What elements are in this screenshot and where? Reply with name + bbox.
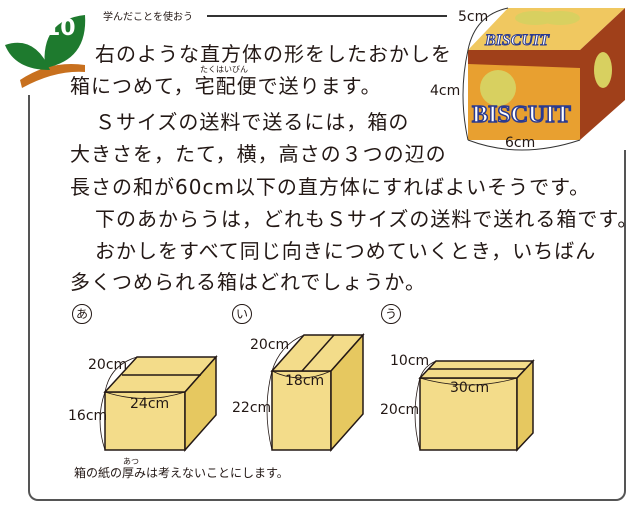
biscuit-box-illustration: BISCUIT BISCUIT bbox=[462, 7, 625, 151]
biscuit-height-label: 4cm bbox=[430, 83, 461, 99]
box-u bbox=[414, 359, 535, 452]
text-line-2: 箱につめて，宅配便で送ります。 bbox=[70, 74, 382, 98]
text-line-3: Ｓサイズの送料で送るには，箱の bbox=[95, 110, 410, 134]
box-u-depth-label: 10cm bbox=[390, 353, 430, 369]
ruby-takuhaibin: たくはいびん bbox=[200, 65, 248, 74]
text-line-7: おかしをすべて同じ向きにつめていくとき，いちばん bbox=[95, 239, 597, 263]
box-a bbox=[99, 355, 218, 452]
leaf-icon bbox=[5, 42, 50, 70]
box-i-height-label: 22cm bbox=[232, 400, 272, 416]
box-u-marker: う bbox=[381, 304, 401, 324]
text-line-8: 多くつめられる箱はどれでしょうか。 bbox=[70, 270, 426, 294]
text-line-1: 右のような直方体の形をしたおかしを bbox=[95, 42, 452, 66]
biscuit-brand-front: BISCUIT bbox=[472, 102, 571, 128]
text-line-6: 下のあからうは，どれもＳサイズの送料で送れる箱です。 bbox=[95, 207, 639, 231]
biscuit-brand-top: BISCUIT bbox=[484, 32, 550, 49]
problem-frame bbox=[28, 95, 626, 501]
text-line-5: 長さの和が60cm以下の直方体にすればよいそうです。 bbox=[70, 175, 591, 199]
box-u-height-label: 20cm bbox=[380, 402, 420, 418]
box-a-width-label: 24cm bbox=[130, 396, 170, 412]
box-i-marker: い bbox=[232, 304, 252, 324]
box-a-marker: あ bbox=[72, 304, 92, 324]
section-title: 学んだことを使おう bbox=[103, 12, 193, 23]
leaf-number-badge bbox=[5, 15, 86, 88]
box-u-width-label: 30cm bbox=[450, 380, 490, 396]
box-a-depth-label: 20cm bbox=[88, 357, 128, 373]
biscuit-width-label: 6cm bbox=[505, 135, 536, 151]
box-i bbox=[266, 333, 365, 452]
box-i-depth-label: 20cm bbox=[250, 337, 290, 353]
box-i-width-label: 18cm bbox=[285, 373, 325, 389]
biscuit-depth-label: 5cm bbox=[458, 9, 489, 25]
branch-icon bbox=[20, 64, 85, 88]
text-line-4: 大きさを，たて，横，高さの３つの辺の bbox=[70, 142, 447, 166]
box-a-height-label: 16cm bbox=[68, 408, 108, 424]
ruby-atsu: あつ bbox=[123, 457, 139, 466]
header-rule bbox=[207, 15, 447, 17]
note-text: 箱の紙の厚みは考えないことにします。 bbox=[74, 466, 289, 480]
problem-number: 10 bbox=[45, 16, 76, 41]
